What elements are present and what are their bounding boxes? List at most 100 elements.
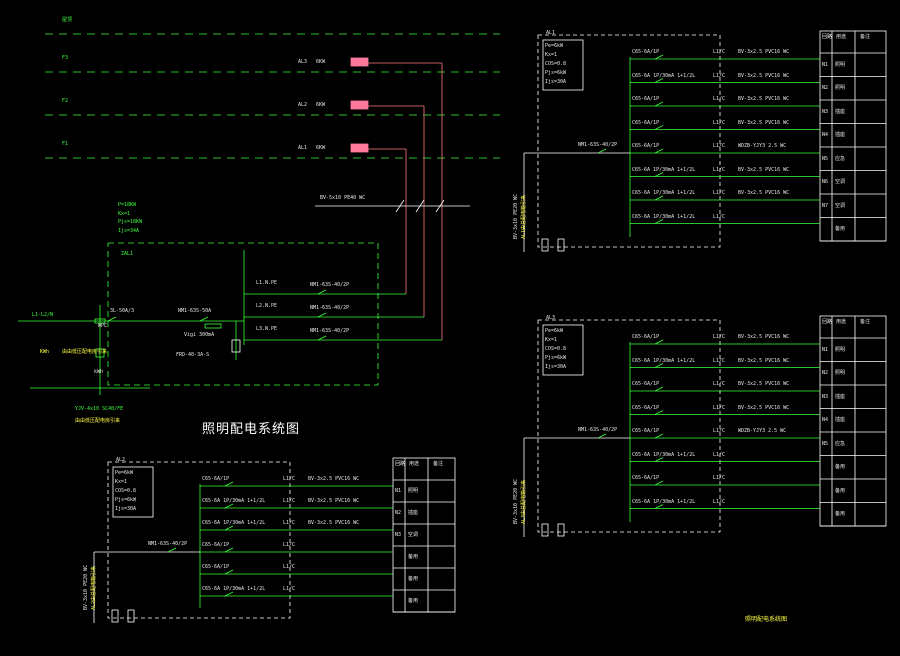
floor-label-2: F2 [62, 98, 69, 104]
panel-side-cable-AL1: BV-3x10 PE20 WC [513, 193, 519, 239]
main-param-3: Ijs=34A [118, 227, 140, 234]
cable-tick-2 [435, 199, 445, 213]
circuit-breaker-AL2-5: C65-6A 1P/30mA 1+1/2L [202, 586, 266, 592]
main-out-switch-1 [317, 312, 327, 318]
circuit-cable-AL3-2: BV-3x2.5 PVC16 WC [738, 381, 790, 387]
floor-box-name-0: AL3 [298, 59, 308, 65]
circuit-phase-AL2-0: L1/C [283, 476, 296, 482]
panel-param-AL1-1: Kx=1 [545, 52, 558, 58]
circuit-switch-AL3-5 [654, 457, 664, 462]
circuit-cable-AL1-3: BV-3x2.5 PVC16 WC [738, 119, 790, 126]
circuit-cable-AL3-1: BV-3x2.5 PVC16 WC [738, 357, 790, 364]
circuit-switch-AL1-1 [654, 78, 664, 83]
table-use-AL3-4: 应急 [835, 440, 846, 447]
main-out-phase-1: L2.N.PE [256, 303, 278, 309]
circuit-phase-AL1-0: L1/C [713, 49, 726, 55]
table-no-AL1-0: N1 [822, 61, 829, 68]
circuit-breaker-AL2-0: C65-6A/1P [202, 476, 230, 482]
circuit-breaker-AL1-5: C65-6A 1P/30mA 1+1/2L [632, 166, 696, 173]
circuit-breaker-AL3-0: C65-6A/1P [632, 334, 660, 340]
table-h0-AL1: 回路 [822, 34, 833, 40]
table-use-AL2-4: 备用 [408, 576, 419, 582]
circuit-phase-AL1-5: L1/C [713, 166, 726, 173]
circuit-switch-AL2-4 [224, 569, 234, 575]
panel-ground-AL2 [111, 609, 119, 623]
main-out-breaker-2: NM1-63S-40/2P [310, 328, 350, 334]
panel-params-box-AL1 [542, 39, 584, 91]
circuit-phase-AL3-1: L1/C [713, 357, 726, 364]
main-out-phase-2: L3.N.PE [256, 326, 278, 332]
floor-box-rating-0: 6KW [316, 59, 326, 65]
panel-param-AL1-4: Ijs=30A [545, 79, 567, 85]
circuit-cable-AL1-4: WDZB-YJY3 2.5 WC [738, 143, 787, 149]
panel-side-note-AL1: AL1由总配电箱引来 [521, 194, 527, 239]
main-out-breaker-1: NM1-63S-40/2P [310, 305, 350, 311]
circuit-switch-AL3-4 [654, 433, 664, 439]
table-no-AL3-4: N5 [822, 440, 829, 447]
panel-main-breaker-AL3: NM1-63S-40/2P [578, 427, 618, 433]
circuit-breaker-AL3-3: C65-6A/1P [632, 404, 660, 411]
circuit-switch-AL2-0 [224, 481, 234, 487]
circuit-phase-AL3-0: L1/C [713, 334, 726, 340]
table-use-AL3-3: 插座 [835, 417, 846, 424]
table-h2-AL2: 备注 [433, 461, 444, 467]
incoming-origin: 由由低压配电房引来 [75, 418, 121, 424]
main-out-breaker-0: NM1-63S-40/2P [310, 282, 350, 288]
circuit-phase-AL1-1: L1/C [713, 72, 726, 79]
cable-tick-1 [415, 199, 425, 213]
circuit-phase-AL3-6: L1/C [713, 475, 726, 481]
circuit-switch-AL3-0 [654, 339, 664, 345]
spd-symbol [231, 339, 241, 353]
circuit-phase-AL2-1: L1/C [283, 498, 296, 504]
breaker1-switch [107, 316, 117, 322]
main-param-2: Pjs=18KW [118, 219, 143, 225]
table-use-AL3-1: 照明 [835, 370, 846, 377]
circuit-breaker-AL3-4: C65-6A/1P [632, 428, 660, 434]
panel-main-switch-AL2 [167, 547, 177, 553]
circuit-phase-AL2-5: L1/C [283, 586, 296, 592]
table-use-AL2-1: 插座 [408, 510, 419, 516]
circuit-phase-AL2-3: L1/C [283, 542, 296, 548]
circuit-switch-AL2-1 [224, 503, 234, 509]
table-h0-AL3: 回路 [822, 319, 833, 325]
panel-table-AL3 [819, 315, 887, 527]
panel-param-AL2-2: COS=0.8 [115, 488, 137, 494]
panel-table-AL2 [392, 457, 456, 613]
incoming-note-1: KWh [40, 349, 50, 355]
panel-params-box-AL2 [112, 466, 154, 518]
table-use-AL1-3: 插座 [835, 132, 846, 139]
table-use-AL1-5: 空调 [835, 179, 846, 186]
rcd-symbol [204, 323, 222, 329]
panel-ground2-AL2 [127, 609, 135, 623]
spd-label: FRD-40-3A-S [176, 352, 210, 358]
panel-ground2-AL1 [557, 238, 565, 252]
circuit-cable-AL1-5: BV-3x2.5 PVC16 WC [738, 166, 790, 173]
circuit-switch-AL1-0 [654, 54, 664, 60]
circuit-phase-AL2-4: L1/C [283, 564, 296, 570]
circuit-switch-AL1-3 [654, 125, 664, 130]
floor-box-name-1: AL2 [298, 102, 308, 108]
table-no-AL2-2: N3 [395, 532, 402, 538]
circuit-phase-AL3-4: L1/C [713, 428, 726, 434]
panel-ground2-AL3 [557, 523, 565, 537]
circuit-cable-AL1-1: BV-3x2.5 PVC16 WC [738, 72, 790, 79]
floor-box-rating-2: 6KW [316, 145, 326, 151]
circuit-cable-AL3-4: WDZB-YJY3 2.5 WC [738, 428, 787, 434]
breaker2-label: NM1-63S-50A [178, 308, 212, 314]
table-no-AL1-2: N3 [822, 108, 829, 115]
table-no-AL3-1: N2 [822, 370, 829, 377]
table-use-AL2-0: 照明 [408, 488, 419, 494]
feeder-cable-label: BV-5x10 PE40 WC [320, 195, 366, 201]
main-out-switch-2 [317, 335, 327, 341]
table-h2-AL1: 备注 [860, 34, 871, 40]
panel-side-note-AL2: AL2由总配电箱引来 [91, 565, 97, 610]
circuit-phase-AL3-7: L1/C [713, 498, 726, 505]
circuit-phase-AL2-2: L1/C [283, 520, 296, 526]
panel-name-AL2: AL2 [116, 457, 126, 463]
circuit-switch-AL3-3 [654, 410, 664, 415]
meter-kwh: kWh [94, 369, 104, 375]
circuit-switch-AL1-7 [654, 219, 664, 224]
circuit-breaker-AL3-7: C65-6A 1P/30mA 1+1/2L [632, 498, 696, 505]
panel-box-AL2 [107, 461, 291, 619]
table-use-AL2-2: 空调 [408, 532, 419, 538]
